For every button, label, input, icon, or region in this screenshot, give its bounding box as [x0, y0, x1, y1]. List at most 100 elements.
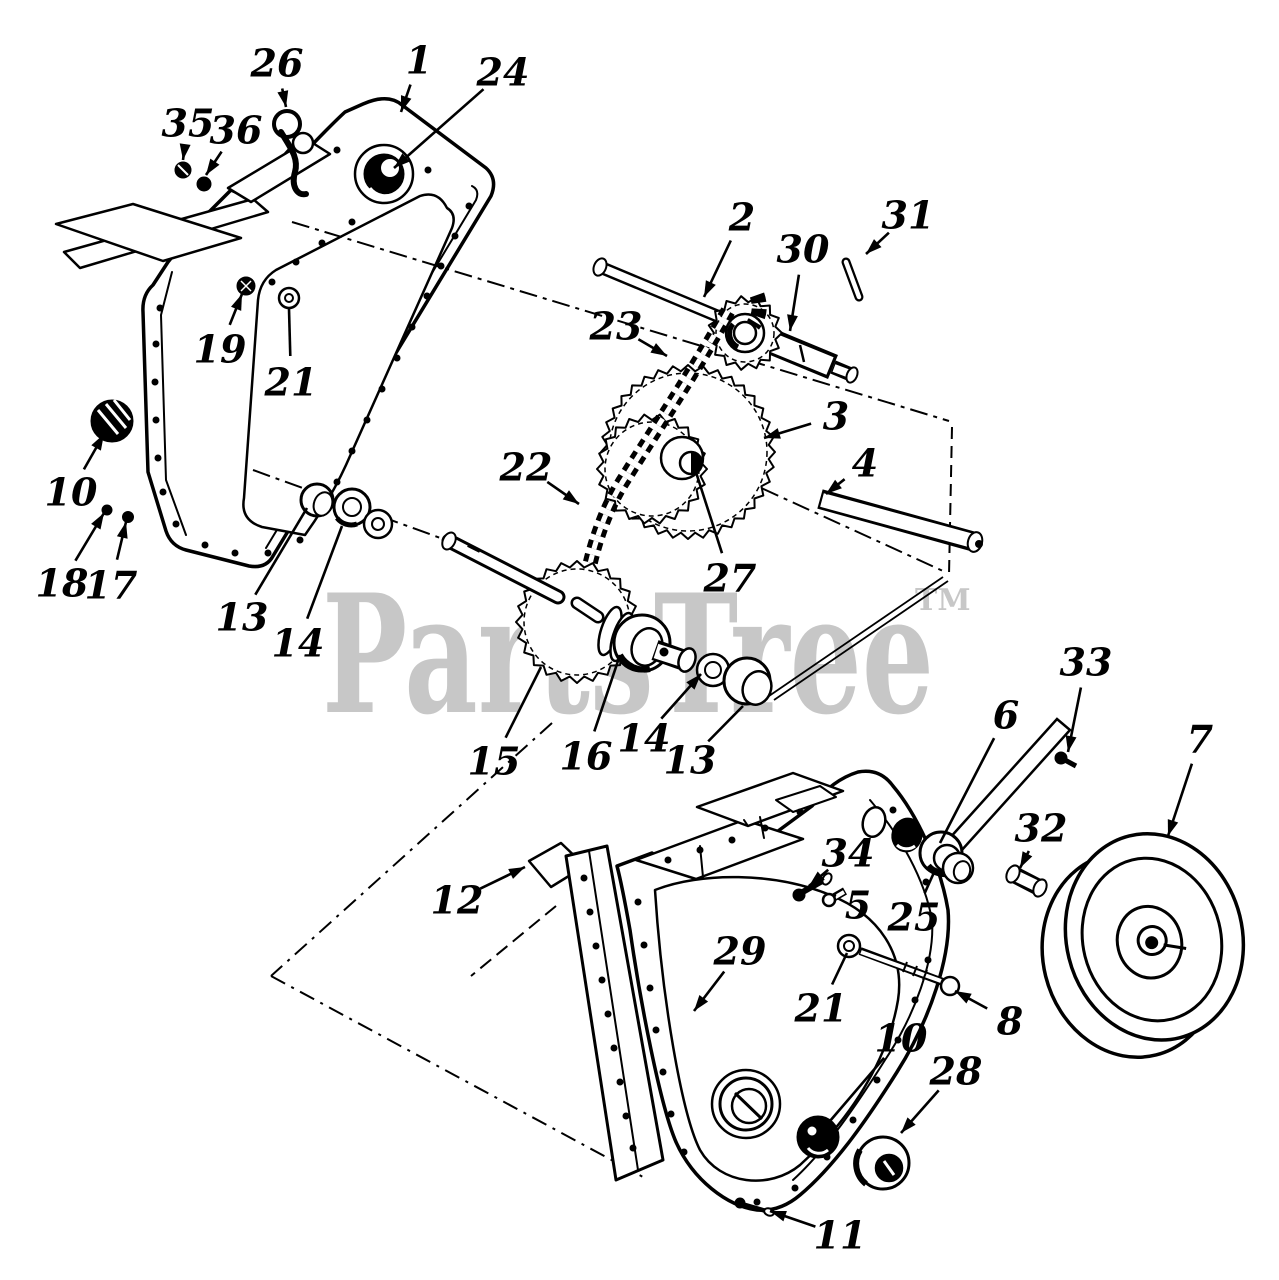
- drive-chain: [575, 292, 767, 604]
- leader-arrowhead: [686, 674, 701, 690]
- callout-label-21: 21: [794, 986, 848, 1031]
- callout-label-22: 22: [499, 445, 553, 490]
- callout-label-19: 19: [194, 327, 247, 372]
- callout-label-13: 13: [664, 738, 717, 783]
- callout-label-10: 10: [875, 1016, 928, 1061]
- callout-label-30: 30: [777, 227, 830, 272]
- leader-arrowhead: [394, 153, 410, 168]
- leader-line-13: [707, 705, 744, 743]
- callout-label-14: 14: [618, 716, 671, 761]
- lower-case-parts: [710, 717, 1078, 1217]
- callout-label-28: 28: [929, 1049, 983, 1094]
- bolt-34: [799, 877, 826, 896]
- callout-label-36: 36: [210, 108, 263, 153]
- leader-line-6: [938, 737, 996, 844]
- leader-arrowhead: [562, 490, 579, 504]
- upper-gear-case: [54, 97, 496, 569]
- leader-arrowhead: [231, 294, 242, 311]
- callout-label-3: 3: [823, 394, 849, 439]
- seal-10: [796, 1115, 840, 1159]
- callout-label-10: 10: [45, 470, 98, 515]
- leader-line-16: [593, 654, 622, 732]
- callout-label-26: 26: [250, 41, 304, 86]
- ground-line: [270, 722, 553, 977]
- leader-arrowhead: [866, 239, 882, 254]
- callout-label-32: 32: [1015, 806, 1068, 851]
- leader-arrowhead: [401, 95, 412, 112]
- wheel-7: [1040, 831, 1246, 1059]
- shaft-hole: [861, 805, 887, 839]
- callout-label-21: 21: [264, 360, 318, 405]
- callout-label-16: 16: [560, 734, 613, 779]
- upper-case-parts: [90, 109, 415, 523]
- callout-label-15: 15: [468, 739, 521, 784]
- callout-label-29: 29: [713, 929, 767, 974]
- leader-arrowhead: [116, 522, 128, 539]
- callout-label-33: 33: [1060, 640, 1113, 685]
- callout-label-1: 1: [406, 38, 432, 83]
- pinion-hub: [724, 312, 766, 354]
- leader-arrowhead: [826, 479, 842, 494]
- mount-plate: [54, 202, 243, 263]
- leader-arrowhead: [809, 871, 825, 886]
- axis-line: [291, 221, 950, 422]
- callout-label-25: 25: [887, 895, 941, 940]
- upper-case-flange: [265, 185, 479, 549]
- middle-axle-group: [570, 596, 773, 706]
- leader-line-15: [504, 666, 543, 739]
- callout-label-12: 12: [431, 878, 484, 923]
- callout-label-18: 18: [36, 561, 89, 606]
- callout-label-23: 23: [589, 304, 643, 349]
- callout-label-7: 7: [1187, 717, 1213, 762]
- idler-shaft-4: [817, 489, 984, 553]
- lower-case-outline: [615, 769, 951, 1212]
- leader-line-5: [833, 893, 837, 898]
- leader-line-13: [254, 507, 309, 596]
- plug-10: [90, 399, 134, 443]
- leader-arrowhead: [179, 143, 191, 160]
- washer-21: [277, 286, 301, 310]
- leader-arrowhead: [764, 428, 781, 439]
- callout-label-11: 11: [814, 1213, 867, 1258]
- leader-arrowhead: [1065, 735, 1077, 752]
- screw-11: [741, 1201, 767, 1214]
- leader-arrowhead: [1020, 851, 1033, 868]
- leader-arrowhead: [650, 343, 667, 356]
- leader-arrowhead: [91, 513, 104, 530]
- leader-arrowhead: [508, 867, 525, 879]
- handle-bracket: [695, 771, 845, 828]
- left-axle-group: [299, 482, 566, 605]
- bolt-17: [122, 511, 134, 523]
- callout-label-31: 31: [882, 193, 935, 238]
- o-ring-26: [272, 109, 302, 139]
- leader-arrowhead: [770, 1211, 787, 1222]
- leader-arrowhead: [91, 434, 104, 451]
- callout-label-5: 5: [845, 883, 871, 928]
- mount-bracket: [226, 138, 332, 204]
- leader-arrowhead: [787, 314, 798, 331]
- leader-arrowhead: [704, 280, 716, 297]
- leader-line-21: [287, 308, 292, 357]
- callout-label-34: 34: [822, 831, 875, 876]
- leader-arrowhead: [694, 995, 709, 1011]
- callout-label-24: 24: [476, 50, 530, 95]
- bolt-18: [101, 504, 113, 516]
- leader-arrowhead: [1167, 819, 1179, 836]
- leader-line-10: [823, 1056, 886, 1129]
- lower-gear-case: [527, 769, 951, 1212]
- nut-36: [196, 176, 212, 192]
- callout-label-17: 17: [85, 563, 138, 608]
- upper-case-panel: [242, 193, 455, 537]
- leader-line-25: [923, 867, 938, 894]
- callout-label-35: 35: [162, 101, 215, 146]
- leader-arrowhead: [901, 1117, 916, 1133]
- ground-line: [270, 975, 644, 1178]
- leader-arrowhead: [955, 991, 972, 1004]
- callout-label-27: 27: [703, 556, 757, 601]
- leader-line-14: [305, 525, 344, 620]
- callout-label-6: 6: [993, 693, 1019, 738]
- handle-bracket: [634, 818, 805, 881]
